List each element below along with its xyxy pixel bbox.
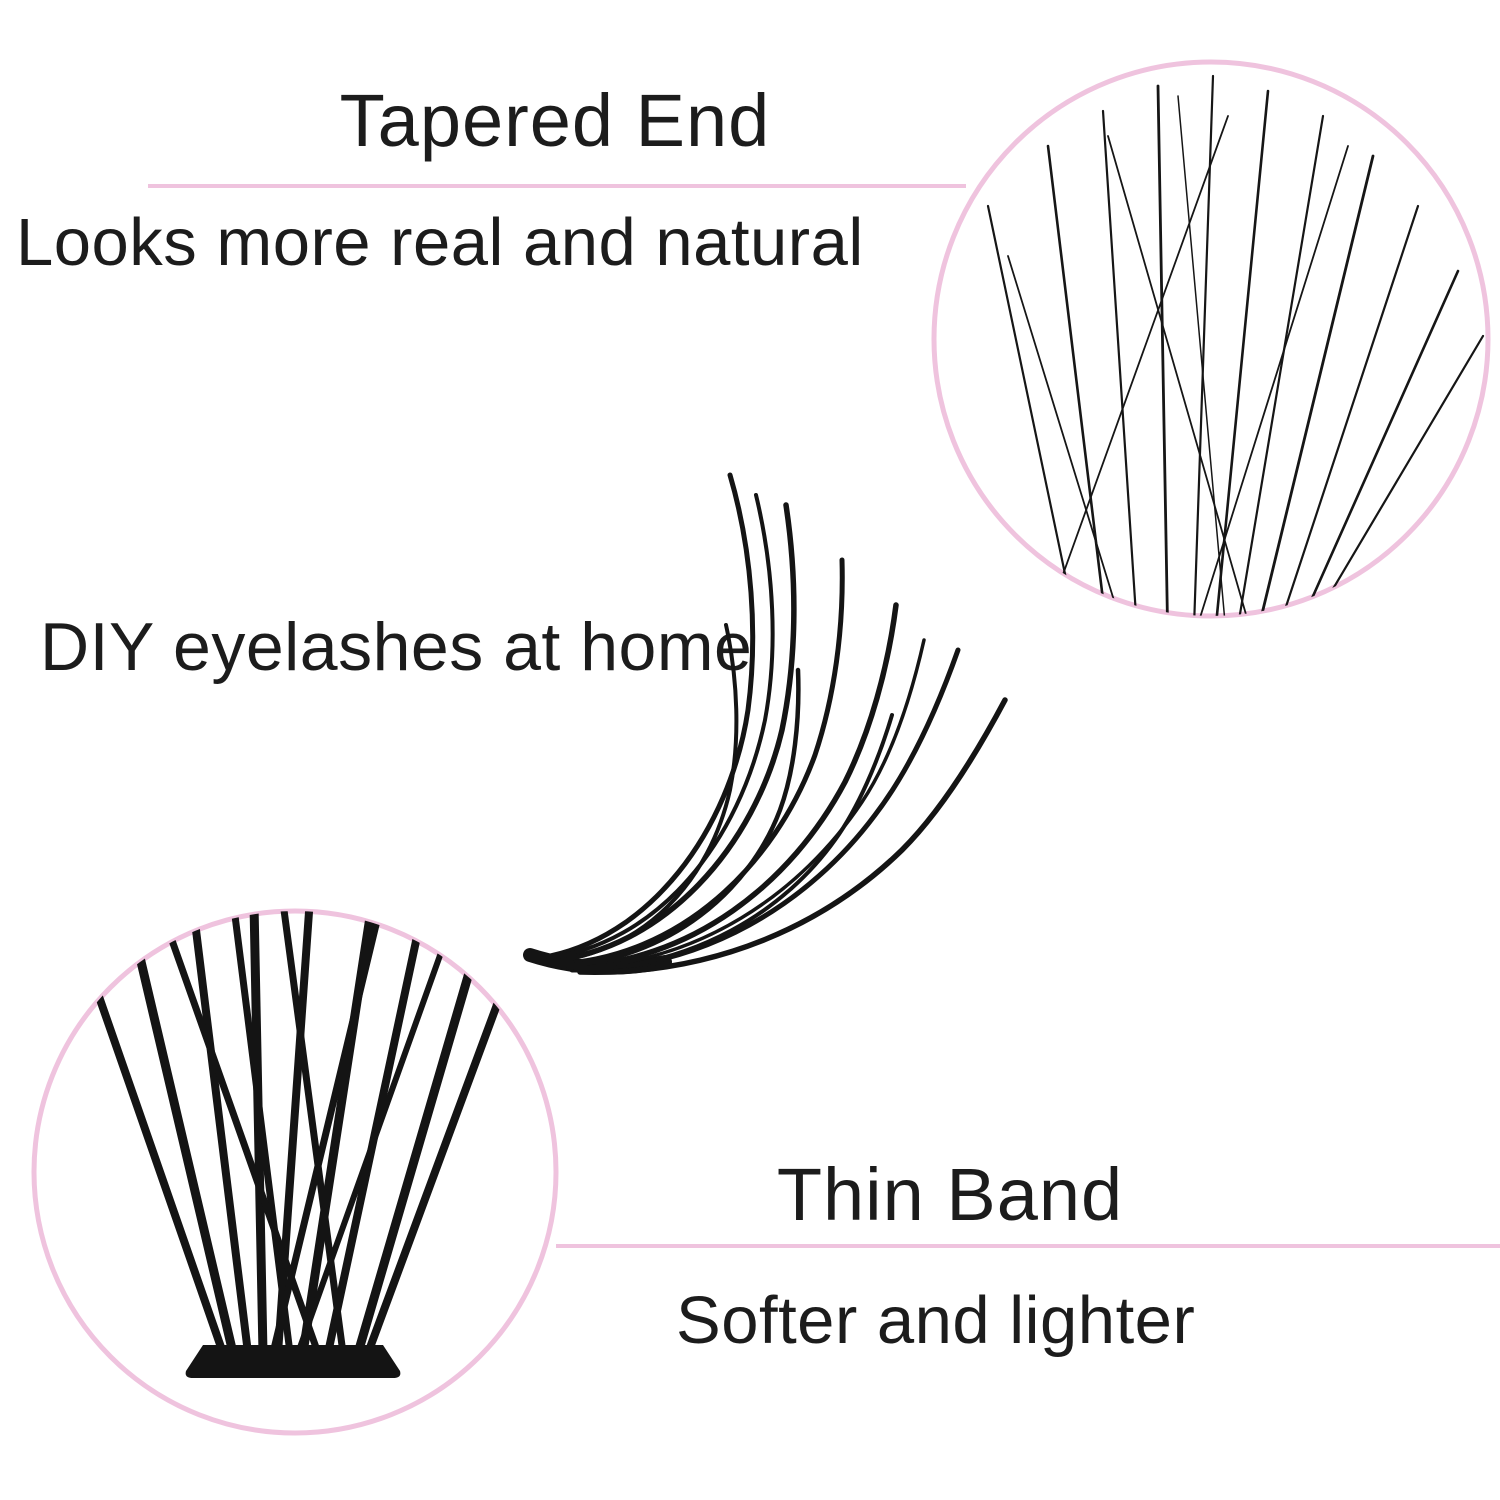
thin-band-underline [556,1244,1500,1248]
thin-band-subtitle: Softer and lighter [676,1283,1196,1358]
lash-band-shape [185,1345,401,1378]
thin-band-zoom-illustration [31,908,559,1436]
lash-cluster-svg [523,472,1008,975]
tapered-tips-zoom-illustration [931,59,1491,619]
thin-band-title: Thin Band [776,1153,1124,1236]
tapered-tips-zoom-circle [928,56,1494,622]
thin-band-zoom-circle [28,905,562,1439]
tapered-end-underline [148,184,966,188]
tapered-end-title: Tapered End [339,79,771,162]
diy-caption: DIY eyelashes at home [40,609,753,685]
tapered-end-subtitle: Looks more real and natural [16,205,864,280]
lash-cluster-illustration [430,410,1030,1010]
